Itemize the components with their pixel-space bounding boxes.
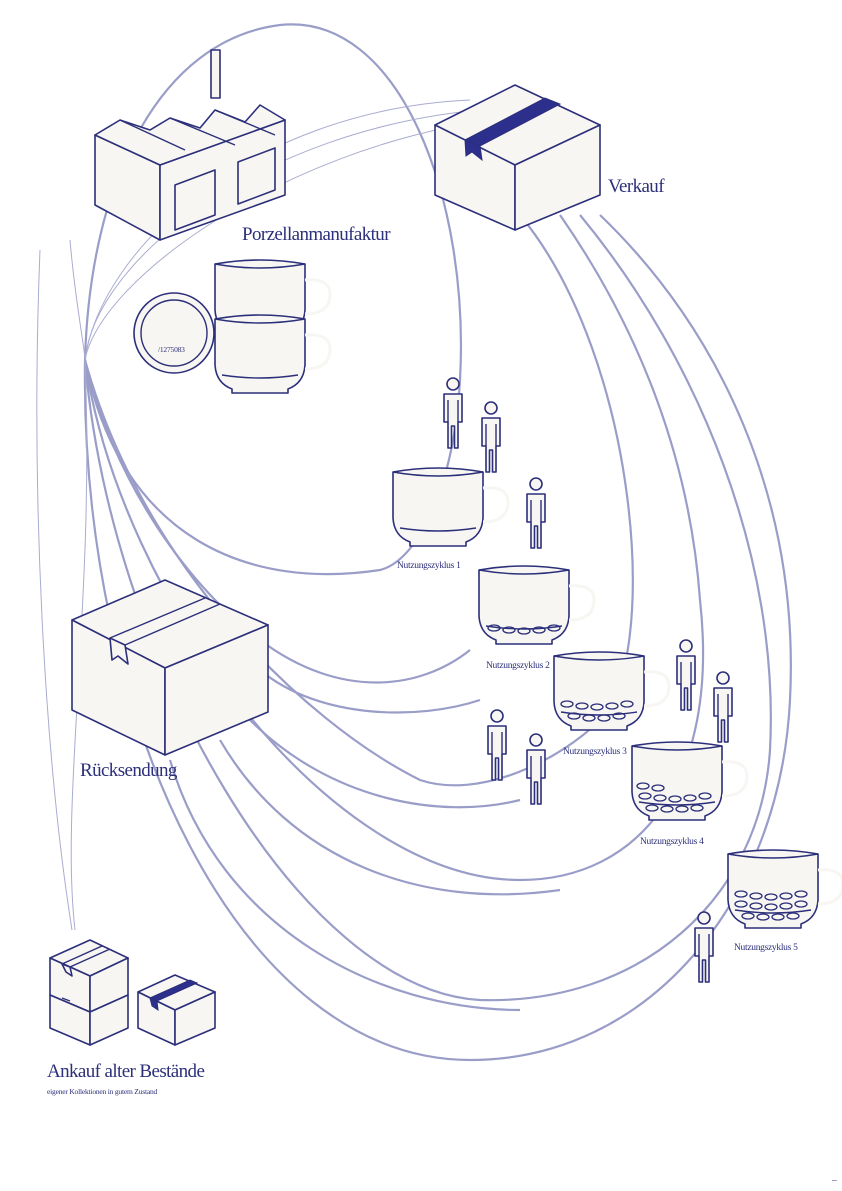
cycle-label-5: Nutzungszyklus 5 xyxy=(734,943,798,953)
corner-mark: – xyxy=(831,1176,837,1186)
return-box-icon xyxy=(71,579,269,756)
cycle-cup-5 xyxy=(726,848,842,930)
stacked-cups-icon xyxy=(213,258,332,395)
cycle-cup-3 xyxy=(552,650,671,732)
cycle-label-2: Nutzungszyklus 2 xyxy=(486,661,550,671)
cycle-cup-4 xyxy=(630,740,749,822)
sale-box-icon xyxy=(434,84,601,231)
return-label: Rücksendung xyxy=(80,760,178,781)
factory-icon xyxy=(94,49,286,241)
sale-label: Verkauf xyxy=(608,176,665,197)
cycle-label-3: Nutzungszyklus 3 xyxy=(563,747,627,757)
cycle-label-4: Nutzungszyklus 4 xyxy=(640,837,704,847)
buyback-title: Ankauf alter Bestände xyxy=(47,1061,204,1082)
factory-label: Porzellanmanufaktur xyxy=(242,224,391,245)
stamp-icon xyxy=(133,292,215,374)
cycle-label-1: Nutzungszyklus 1 xyxy=(397,561,461,571)
buyback-subtitle: eigener Kollektionen in gutem Zustand xyxy=(47,1087,158,1096)
cycle-cup-2 xyxy=(477,564,596,646)
cycle-cup-1 xyxy=(391,466,510,548)
stamp-number: /1275083 xyxy=(158,345,185,354)
buyback-boxes-icon xyxy=(49,939,216,1046)
